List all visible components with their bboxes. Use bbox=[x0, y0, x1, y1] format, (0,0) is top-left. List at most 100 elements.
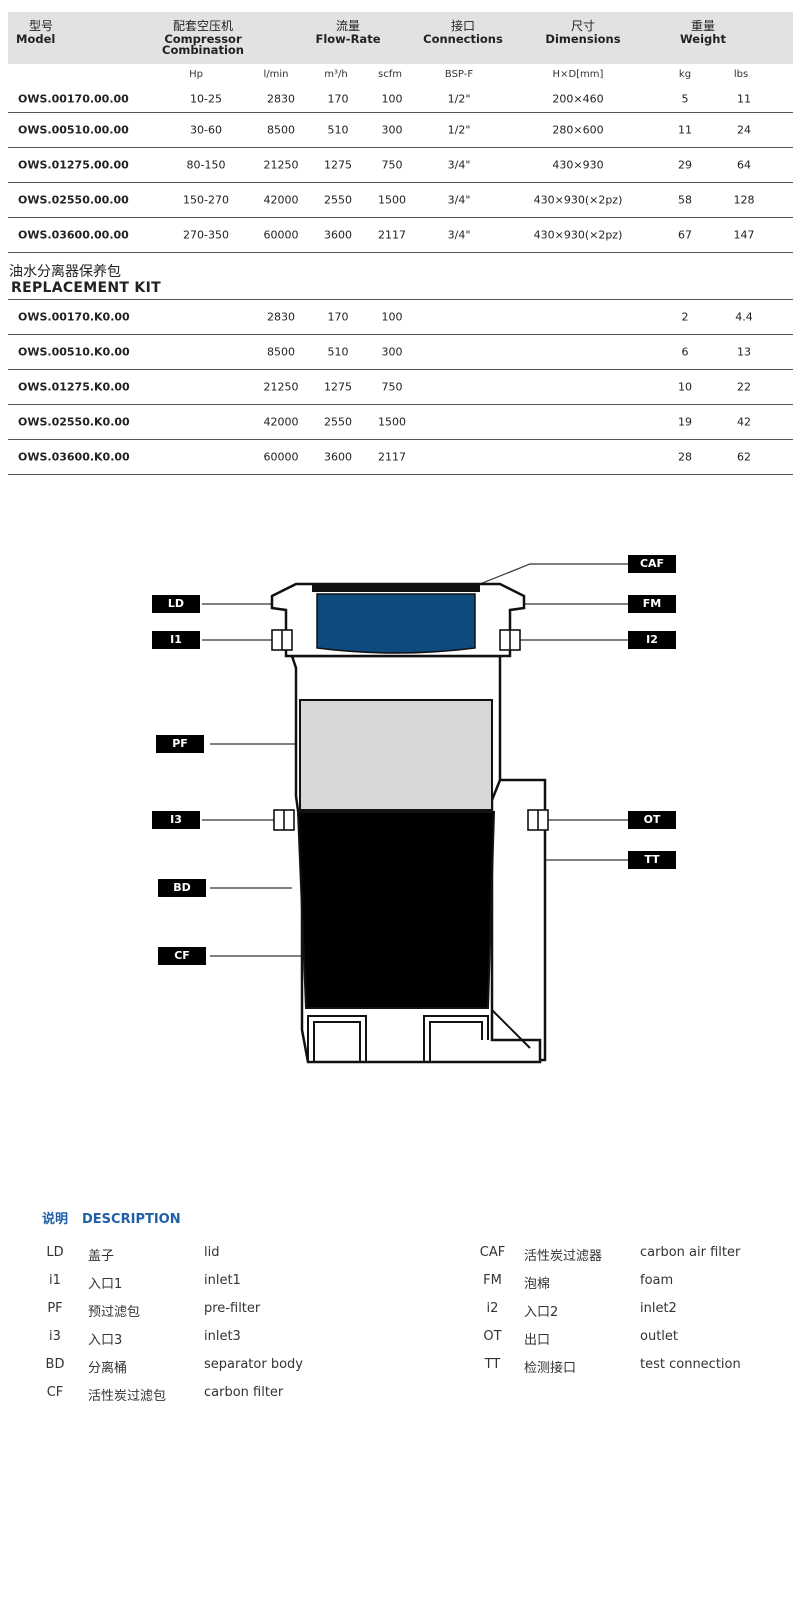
table-header: 型号 Model 配套空压机 Compressor Combination 流量… bbox=[8, 12, 793, 64]
cell-lbs: 11 bbox=[737, 92, 751, 106]
channel-left bbox=[307, 1015, 367, 1062]
cell-m3h: 170 bbox=[327, 92, 349, 106]
cell-kg: 10 bbox=[678, 380, 692, 394]
cell-kg: 67 bbox=[678, 228, 692, 242]
cell-lmin: 60000 bbox=[263, 228, 299, 242]
desc-right-zh: 检测接口 bbox=[524, 1361, 577, 1376]
separator-drawing bbox=[202, 563, 628, 1064]
desc-left-zh: 预过滤包 bbox=[88, 1305, 141, 1320]
tag-i2: I2 bbox=[628, 631, 676, 649]
separator-diagram: LD CAF FM I1 I2 PF I3 OT TT BD CF bbox=[0, 540, 800, 1070]
header-dim-en: Dimensions bbox=[545, 32, 621, 46]
header-conn-en: Connections bbox=[423, 32, 503, 46]
tag-cf: CF bbox=[158, 947, 206, 965]
cell-m3h: 510 bbox=[327, 123, 349, 137]
desc-left-en: inlet3 bbox=[204, 1329, 241, 1344]
cell-scfm: 750 bbox=[381, 158, 403, 172]
tag-ot: OT bbox=[628, 811, 676, 829]
caf-plate bbox=[312, 584, 480, 592]
cell-scfm: 2117 bbox=[378, 228, 406, 242]
cell-m3h: 1275 bbox=[324, 380, 352, 394]
desc-left-en: lid bbox=[204, 1245, 220, 1260]
unit-lmin: l/min bbox=[263, 69, 289, 80]
desc-left-zh: 入口1 bbox=[88, 1277, 123, 1292]
cell-scfm: 300 bbox=[381, 345, 403, 359]
cell-bsp: 1/2" bbox=[447, 92, 471, 106]
tag-fm: FM bbox=[628, 595, 676, 613]
tag-i3: I3 bbox=[152, 811, 200, 829]
cell-lbs: 13 bbox=[737, 345, 751, 359]
tag-bd: BD bbox=[158, 879, 206, 897]
cell-hd: 280×600 bbox=[552, 123, 604, 137]
desc-right-code: i2 bbox=[486, 1301, 499, 1316]
header-model: 型号 Model bbox=[16, 20, 66, 46]
desc-right-code: FM bbox=[483, 1273, 502, 1288]
cell-m3h: 2550 bbox=[324, 415, 352, 429]
cell-kg: 11 bbox=[678, 123, 692, 137]
header-dimensions: 尺寸 Dimensions bbox=[528, 20, 638, 46]
cell-lmin: 60000 bbox=[263, 450, 299, 464]
desc-right-en: carbon air filter bbox=[640, 1245, 741, 1260]
tag-tt: TT bbox=[628, 851, 676, 869]
cell-hd: 200×460 bbox=[552, 92, 604, 106]
kit-title-zh: 油水分离器保养包 bbox=[9, 264, 121, 280]
desc-right-zh: 泡棉 bbox=[524, 1277, 551, 1292]
desc-right-en: test connection bbox=[640, 1357, 741, 1372]
cell-model: OWS.03600.K0.00 bbox=[18, 450, 130, 464]
cell-hp: 150-270 bbox=[183, 193, 229, 207]
desc-left-en: separator body bbox=[204, 1357, 303, 1372]
desc-left-code: BD bbox=[45, 1357, 65, 1372]
channel-left-inner bbox=[313, 1021, 361, 1062]
carbon-block bbox=[296, 811, 496, 1009]
drain-slope bbox=[491, 1009, 531, 1049]
desc-right-zh: 活性炭过滤器 bbox=[524, 1249, 603, 1264]
cell-lbs: 64 bbox=[737, 158, 751, 172]
header-model-en: Model bbox=[16, 32, 56, 46]
unit-hp: Hp bbox=[189, 69, 203, 80]
cell-lmin: 8500 bbox=[267, 345, 295, 359]
header-connections: 接口 Connections bbox=[413, 19, 513, 46]
cell-scfm: 750 bbox=[381, 380, 403, 394]
cell-model: OWS.00510.K0.00 bbox=[18, 345, 130, 359]
desc-right-en: outlet bbox=[640, 1329, 678, 1344]
cell-lmin: 2830 bbox=[267, 92, 295, 106]
cell-scfm: 1500 bbox=[378, 415, 406, 429]
cell-model: OWS.00510.00.00 bbox=[18, 123, 129, 137]
desc-left-en: pre-filter bbox=[204, 1301, 261, 1316]
cell-m3h: 170 bbox=[327, 310, 349, 324]
header-compressor-en2: Combination bbox=[162, 43, 244, 57]
cell-m3h: 510 bbox=[327, 345, 349, 359]
desc-right-code: OT bbox=[483, 1329, 502, 1344]
desc-right-zh: 出口 bbox=[524, 1333, 551, 1348]
desc-left-code: i1 bbox=[49, 1273, 61, 1288]
header-compressor-en1: Compressor bbox=[164, 32, 242, 46]
cell-hp: 270-350 bbox=[183, 228, 229, 242]
cell-bsp: 3/4" bbox=[447, 228, 471, 242]
cell-lbs: 128 bbox=[733, 193, 755, 207]
cell-lmin: 42000 bbox=[263, 193, 299, 207]
cell-model: OWS.00170.00.00 bbox=[18, 92, 129, 106]
cell-scfm: 1500 bbox=[378, 193, 406, 207]
cell-m3h: 3600 bbox=[324, 228, 352, 242]
cell-hp: 80-150 bbox=[186, 158, 226, 172]
desc-left-code: CF bbox=[46, 1385, 64, 1400]
spec-table: 型号 Model 配套空压机 Compressor Combination 流量… bbox=[8, 12, 793, 475]
header-flow-zh: 流量 bbox=[335, 19, 360, 33]
cell-m3h: 2550 bbox=[324, 193, 352, 207]
cell-lmin: 42000 bbox=[263, 415, 299, 429]
header-conn-zh: 接口 bbox=[450, 19, 475, 33]
cell-lmin: 2830 bbox=[267, 310, 295, 324]
cell-lbs: 4.4 bbox=[735, 310, 753, 324]
unit-bsp: BSP-F bbox=[444, 69, 474, 80]
header-compressor: 配套空压机 Compressor Combination bbox=[138, 20, 268, 57]
cell-m3h: 1275 bbox=[324, 158, 352, 172]
header-flow-en: Flow-Rate bbox=[315, 32, 381, 46]
